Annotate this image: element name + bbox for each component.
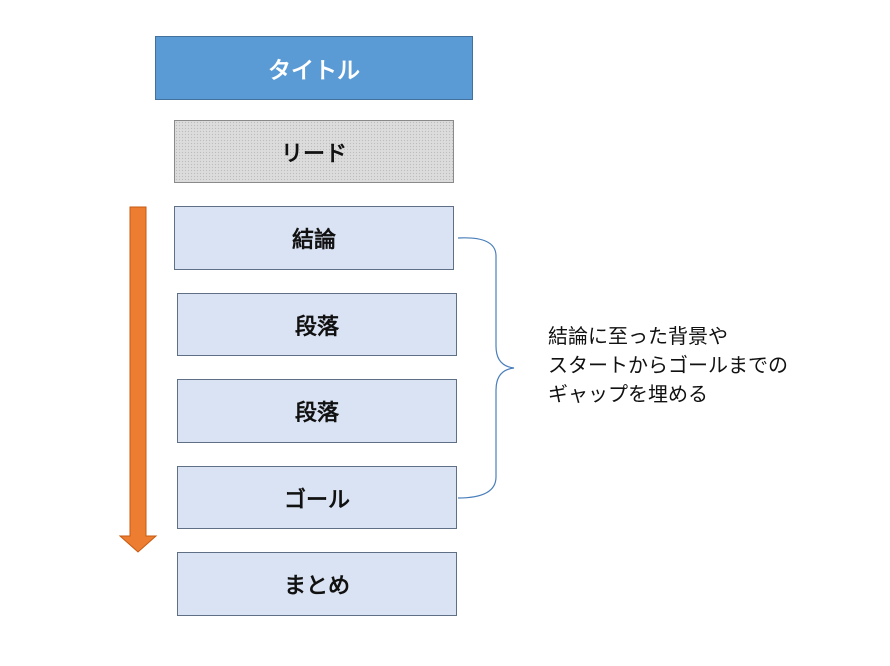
summary-box-label: まとめ (283, 574, 350, 599)
annotation-line-1: 結論に至った背景や (548, 324, 728, 348)
annotation-line-3: ギャップを埋める (548, 382, 708, 406)
annotation-line-2: スタートからゴールまでの (548, 353, 788, 377)
flow-arrow-icon (118, 206, 158, 553)
brace-annotation: 結論に至った背景や スタートからゴールまでの ギャップを埋める (548, 322, 868, 409)
paragraph-box-2: 段落 (177, 379, 457, 443)
title-box: タイトル (155, 36, 473, 100)
conclusion-box-label: 結論 (291, 228, 336, 253)
summary-box: まとめ (177, 552, 457, 616)
goal-box: ゴール (177, 466, 457, 529)
right-brace-icon (457, 237, 515, 499)
conclusion-box: 結論 (174, 206, 454, 270)
goal-box-label: ゴール (283, 487, 350, 513)
lead-box-label: リード (280, 141, 347, 167)
title-box-label: タイトル (268, 58, 360, 84)
paragraph-box-2-label: 段落 (294, 401, 339, 426)
paragraph-box-1: 段落 (177, 293, 457, 356)
lead-box: リード (174, 120, 454, 183)
paragraph-box-1-label: 段落 (294, 314, 339, 340)
